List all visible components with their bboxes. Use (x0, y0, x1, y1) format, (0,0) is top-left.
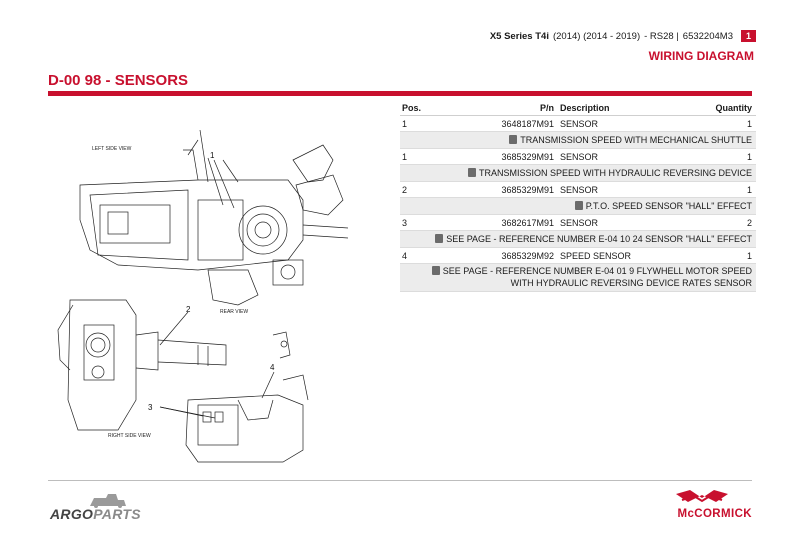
mccormick-emblem-icon (676, 490, 728, 503)
title-divider (48, 91, 752, 96)
row-pos: 1 (402, 118, 408, 129)
row-description: SENSOR (560, 217, 599, 228)
row-part-number: 3685329M91 (501, 151, 554, 162)
table-row[interactable]: 3 3682617M91 SENSOR 2 (400, 215, 756, 231)
row-quantity: 1 (746, 118, 752, 129)
callout-2: 2 (186, 305, 191, 314)
model-suffix: - RS28 | (644, 30, 679, 42)
model-name: X5 Series T4i (489, 30, 549, 42)
model-code: 6532204M3 (682, 30, 733, 42)
logo-text-mccormick: McCORMICK (677, 508, 752, 520)
row-description: SENSOR (560, 151, 599, 162)
row-part-number: 3682617M91 (501, 217, 554, 228)
row-quantity: 2 (746, 217, 752, 228)
note-text: P.T.O. SPEED SENSOR "HALL" EFFECT (585, 201, 752, 211)
table-note: P.T.O. SPEED SENSOR "HALL" EFFECT (400, 198, 756, 215)
section-title: D-00 98 - SENSORS (48, 72, 189, 89)
row-quantity: 1 (746, 250, 752, 261)
note-icon (435, 234, 444, 243)
transmission-diagram: LEFT SIDE VIEW REAR VIEW RIGHT SIDE VIEW… (57, 129, 349, 463)
parts-table: Pos. P/n Description Quantity 1 3648187M… (400, 100, 756, 292)
footer-divider (48, 480, 752, 481)
left-side-view-label: LEFT SIDE VIEW (92, 146, 132, 152)
argoparts-logo: ARGOPARTS (50, 492, 150, 524)
note-text: SEE PAGE - REFERENCE NUMBER E-04 10 24 S… (446, 234, 752, 244)
model-years: (2014) (2014 - 2019) (552, 30, 641, 42)
row-quantity: 1 (746, 184, 752, 195)
col-desc-header: Description (560, 102, 610, 113)
col-pn-header: P/n (539, 102, 554, 113)
row-part-number: 3685329M91 (501, 184, 554, 195)
table-row[interactable]: 1 3685329M91 SENSOR 1 (400, 149, 756, 165)
table-note-link[interactable]: SEE PAGE - REFERENCE NUMBER E-04 10 24 S… (400, 231, 756, 248)
page-number-badge: 1 (740, 30, 756, 42)
logo-text-argo: ARGO (50, 506, 94, 522)
callout-4: 4 (270, 363, 275, 372)
note-icon (509, 135, 518, 144)
row-description: SENSOR (560, 184, 599, 195)
tractor-icon (90, 494, 126, 508)
table-row[interactable]: 1 3648187M91 SENSOR 1 (400, 116, 756, 132)
table-row[interactable]: 2 3685329M91 SENSOR 1 (400, 182, 756, 198)
mccormick-logo: McCORMICK (652, 488, 752, 524)
row-pos: 3 (402, 217, 408, 228)
right-side-view-label: RIGHT SIDE VIEW (108, 433, 151, 439)
table-note: TRANSMISSION SPEED WITH MECHANICAL SHUTT… (400, 132, 756, 149)
note-text-continued: WITH HYDRAULIC REVERSING DEVICE RATES SE… (510, 277, 752, 288)
note-text: TRANSMISSION SPEED WITH MECHANICAL SHUTT… (520, 135, 752, 145)
note-text: TRANSMISSION SPEED WITH HYDRAULIC REVERS… (478, 168, 752, 178)
rear-view-label: REAR VIEW (220, 309, 248, 315)
col-qty-header: Quantity (715, 102, 752, 113)
table-header-row: Pos. P/n Description Quantity (400, 100, 756, 116)
callout-3: 3 (148, 403, 153, 412)
callout-1: 1 (210, 151, 215, 160)
note-icon (467, 168, 476, 177)
row-pos: 4 (402, 250, 408, 261)
note-text: SEE PAGE - REFERENCE NUMBER E-04 01 9 FL… (442, 266, 752, 276)
row-description: SENSOR (560, 118, 599, 129)
document-header: X5 Series T4i (2014) (2014 - 2019) - RS2… (490, 30, 756, 42)
table-note: TRANSMISSION SPEED WITH HYDRAULIC REVERS… (400, 165, 756, 182)
col-pos-header: Pos. (402, 102, 422, 113)
row-pos: 2 (402, 184, 408, 195)
table-note-link[interactable]: SEE PAGE - REFERENCE NUMBER E-04 01 9 FL… (400, 264, 756, 292)
table-row[interactable]: 4 3685329M92 SPEED SENSOR 1 (400, 248, 756, 264)
row-quantity: 1 (746, 151, 752, 162)
note-icon (574, 201, 583, 210)
row-part-number: 3648187M91 (501, 118, 554, 129)
note-icon (431, 266, 440, 275)
row-part-number: 3685329M92 (501, 250, 554, 261)
page-subtitle: WIRING DIAGRAM (648, 49, 754, 63)
logo-text-parts: PARTS (93, 506, 141, 522)
row-description: SPEED SENSOR (560, 250, 632, 261)
row-pos: 1 (402, 151, 408, 162)
